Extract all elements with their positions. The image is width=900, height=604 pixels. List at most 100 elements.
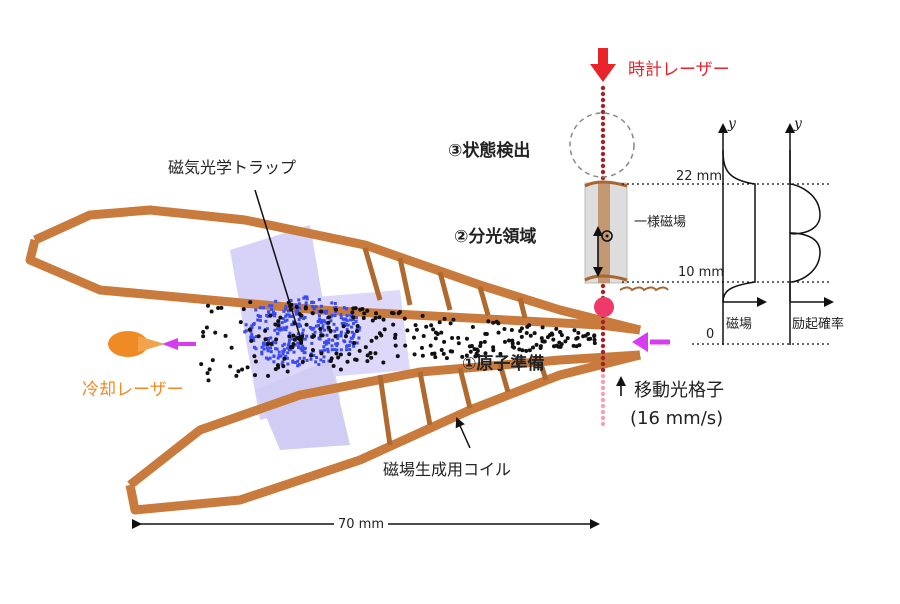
- atom: [329, 319, 333, 323]
- atom: [350, 336, 354, 340]
- atom: [267, 310, 271, 314]
- atom: [302, 351, 306, 355]
- atom: [310, 341, 314, 345]
- atom: [266, 373, 271, 378]
- atom: [554, 326, 559, 331]
- atom: [258, 318, 262, 322]
- atom: [374, 335, 379, 340]
- detection-circle: [569, 112, 635, 178]
- clock-laser-dot: [600, 145, 606, 151]
- atom: [433, 355, 438, 360]
- atom: [309, 357, 313, 361]
- atom: [279, 326, 283, 330]
- atom: [283, 319, 287, 323]
- atom: [302, 296, 306, 300]
- atom: [302, 356, 306, 360]
- atom: [252, 345, 256, 349]
- atom: [244, 323, 248, 327]
- atom: [265, 313, 269, 317]
- atom: [549, 331, 554, 336]
- atom: [448, 321, 453, 326]
- atom: [576, 330, 581, 335]
- atom: [288, 331, 292, 335]
- atom: [312, 326, 316, 330]
- atom: [496, 330, 501, 335]
- atom: [266, 341, 271, 346]
- atom: [317, 323, 321, 327]
- cooling-laser-arrow-right: [632, 332, 670, 352]
- atom: [273, 322, 278, 327]
- atom: [355, 329, 360, 334]
- atom: [296, 359, 300, 363]
- atom: [354, 320, 358, 324]
- atom: [278, 328, 282, 332]
- atom: [554, 343, 559, 348]
- clock-laser-dot: [600, 121, 606, 127]
- atom: [498, 351, 503, 356]
- atom: [519, 334, 524, 339]
- atom: [271, 313, 275, 317]
- atom: [518, 329, 523, 334]
- atom: [516, 341, 521, 346]
- clock-laser-dot: [600, 391, 606, 397]
- atom: [286, 351, 290, 355]
- atom: [420, 313, 425, 318]
- atom: [330, 313, 334, 317]
- atom: [545, 335, 550, 340]
- atom: [289, 298, 293, 302]
- atom: [563, 339, 568, 344]
- atom: [254, 347, 258, 351]
- atom: [330, 348, 334, 352]
- coil-pointer: [455, 417, 471, 449]
- atom: [343, 340, 347, 344]
- atom: [268, 356, 272, 360]
- state-detection-label: ③状態検出: [448, 141, 531, 161]
- atom: [325, 309, 329, 313]
- atom: [250, 333, 254, 337]
- atom: [437, 320, 442, 325]
- clock-laser-dot: [600, 97, 606, 103]
- atom: [287, 313, 291, 317]
- atom: [339, 330, 343, 334]
- atom: [402, 316, 407, 321]
- atom: [273, 314, 277, 318]
- atom: [286, 343, 290, 347]
- atom: [290, 314, 294, 318]
- atom: [340, 322, 344, 326]
- atom: [336, 342, 340, 346]
- atom: [281, 317, 285, 321]
- atom: [538, 344, 543, 349]
- atom: [349, 318, 353, 322]
- atom: [319, 304, 323, 308]
- atom: [368, 351, 373, 356]
- atom: [250, 324, 254, 328]
- atom: [295, 322, 299, 326]
- atom: [276, 323, 281, 328]
- atom: [473, 354, 478, 359]
- atom: [303, 315, 307, 319]
- atom: [252, 373, 257, 378]
- atom: [336, 334, 340, 338]
- atom: [281, 344, 285, 348]
- atom: [287, 334, 292, 339]
- atom: [287, 341, 291, 345]
- clock-laser-dot: [600, 151, 606, 157]
- atom: [284, 307, 288, 311]
- atom: [333, 334, 338, 339]
- atom: [334, 351, 339, 356]
- atom: [262, 306, 266, 310]
- atom: [331, 338, 335, 342]
- atom: [294, 303, 298, 307]
- atom: [290, 337, 294, 341]
- atom: [345, 327, 349, 331]
- atom: [369, 338, 374, 343]
- atom: [301, 328, 305, 332]
- atom: [558, 344, 563, 349]
- atom: [266, 357, 270, 361]
- atom: [287, 338, 291, 342]
- atom: [456, 341, 461, 346]
- field-y-axis-label: y: [728, 116, 736, 132]
- clock-laser-dot: [600, 163, 606, 169]
- atom: [297, 363, 301, 367]
- width-label: 70 mm: [334, 518, 389, 531]
